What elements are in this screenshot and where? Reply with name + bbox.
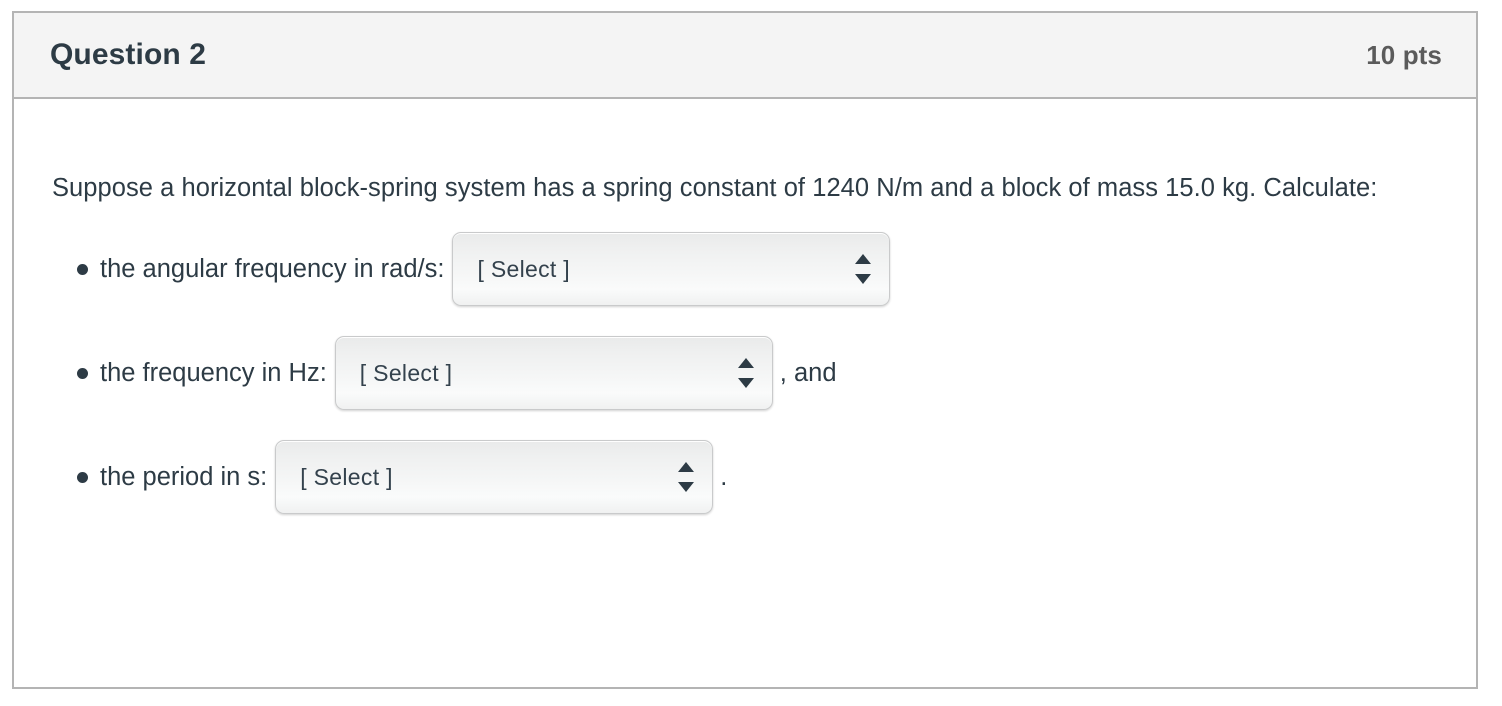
- select-angular-frequency-value: [ Select ]: [477, 256, 570, 282]
- bullet-icon: [77, 368, 88, 379]
- chevron-updown-icon[interactable]: [855, 254, 872, 284]
- select-period[interactable]: [ Select ]: [275, 440, 714, 514]
- chevron-up-icon: [678, 462, 695, 472]
- answer-item-frequency: the frequency in Hz: [ Select ] , and: [52, 336, 1436, 410]
- chevron-up-icon: [737, 358, 754, 368]
- answer-item-angular-frequency: the angular frequency in rad/s: [ Select…: [52, 232, 1436, 306]
- question-header: Question 2 10 pts: [14, 13, 1476, 99]
- answer-label: the period in s:: [100, 463, 268, 491]
- answer-suffix: , and: [779, 359, 837, 387]
- chevron-updown-icon[interactable]: [678, 462, 695, 492]
- chevron-updown-icon[interactable]: [737, 358, 754, 388]
- chevron-down-icon: [737, 378, 754, 388]
- answer-list: the angular frequency in rad/s: [ Select…: [52, 232, 1436, 514]
- question-body: Suppose a horizontal block-spring system…: [14, 99, 1476, 514]
- select-frequency-box[interactable]: [ Select ]: [334, 336, 773, 410]
- select-period-box[interactable]: [ Select ]: [275, 440, 714, 514]
- answer-suffix: .: [720, 463, 728, 491]
- select-frequency-value: [ Select ]: [359, 360, 453, 386]
- answer-item-period: the period in s: [ Select ] .: [52, 440, 1436, 514]
- chevron-down-icon: [678, 482, 695, 492]
- question-prompt: Suppose a horizontal block-spring system…: [52, 174, 1378, 202]
- question-card: Question 2 10 pts Suppose a horizontal b…: [12, 11, 1478, 689]
- select-period-value: [ Select ]: [300, 464, 393, 490]
- select-angular-frequency[interactable]: [ Select ]: [452, 232, 891, 306]
- select-angular-frequency-box[interactable]: [ Select ]: [452, 232, 891, 306]
- question-points: 10 pts: [1366, 39, 1442, 70]
- bullet-icon: [77, 264, 88, 275]
- question-title: Question 2: [50, 38, 207, 71]
- chevron-down-icon: [855, 274, 872, 284]
- answer-label: the frequency in Hz:: [100, 359, 327, 387]
- bullet-icon: [77, 472, 88, 483]
- chevron-up-icon: [855, 254, 872, 264]
- answer-label: the angular frequency in rad/s:: [100, 255, 445, 283]
- select-frequency[interactable]: [ Select ]: [334, 336, 773, 410]
